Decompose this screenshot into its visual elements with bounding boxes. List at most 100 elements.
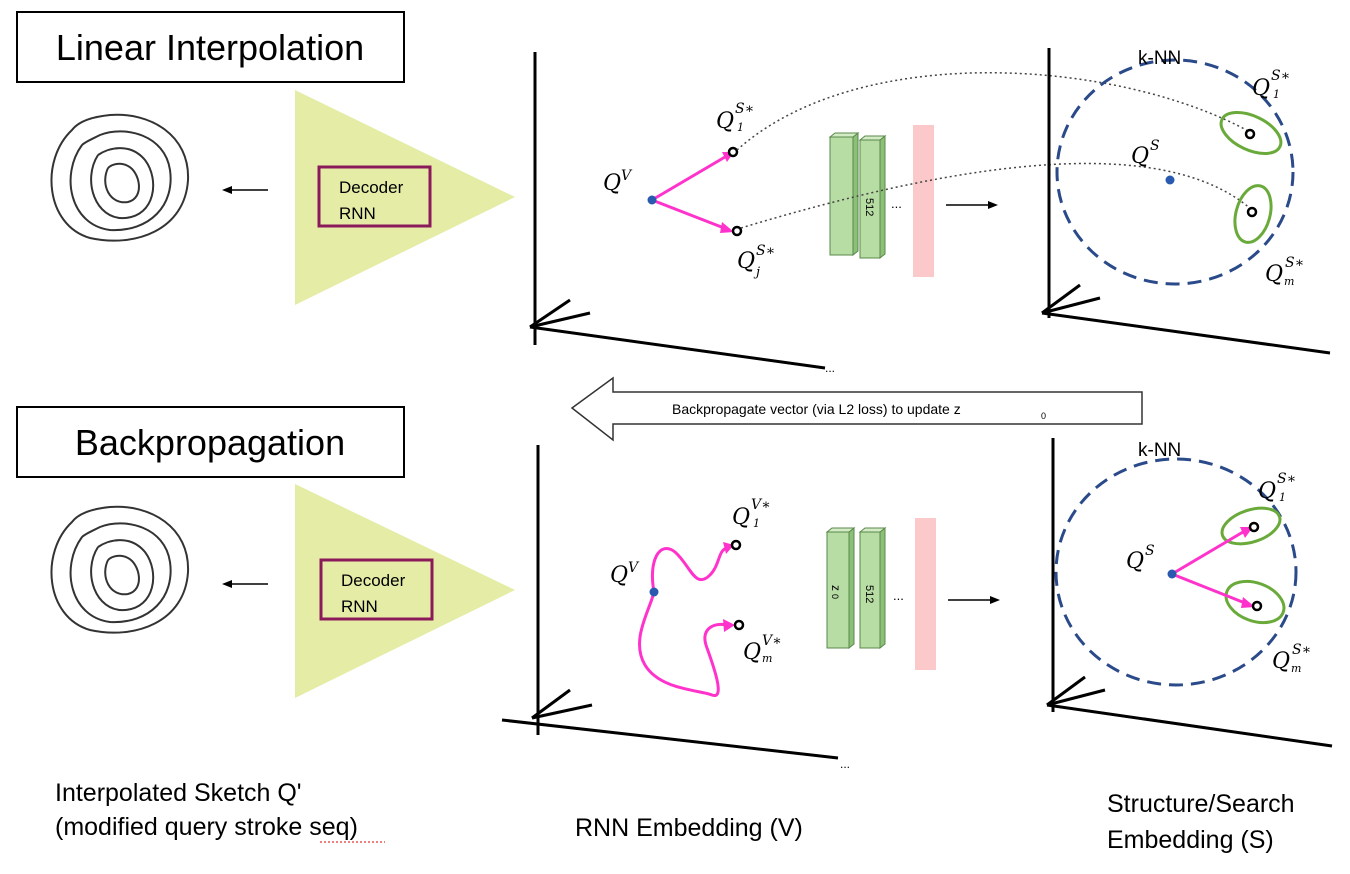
svg-text:...: ... [893,588,904,603]
qv-point-bottom [649,587,659,597]
label-qv-top: Q V [603,168,633,196]
decoder-triangle-top [295,90,515,305]
knn-circle-bottom [1054,457,1298,687]
ellipsis-bottom-axis: ... [840,757,850,771]
svg-text:m: m [1284,275,1294,288]
svg-text:S∗: S∗ [1292,642,1311,658]
caption-left: Interpolated Sketch Q' (modified query s… [55,779,358,841]
qjs-point-top [731,225,743,237]
arrow-layers-top [946,201,998,209]
network-layers-top: 512 ... [828,125,934,277]
svg-text:1: 1 [1273,88,1280,101]
svg-text:1: 1 [753,517,760,530]
mapping-curves-top [736,72,1253,229]
svg-text:S∗: S∗ [1271,68,1290,84]
knn-label-bottom: k-NN [1138,440,1181,461]
interpolation-vectors-top [651,152,734,233]
network-layers-bottom: z 0 512 ... [825,518,936,670]
svg-text:Q: Q [743,640,761,665]
svg-text:Decoder: Decoder [341,571,406,590]
sketch-bottom [50,505,190,634]
q1v-point [730,539,742,551]
sketch-top [50,113,190,242]
backpropagation-title: Backpropagation [16,406,405,478]
label-q1s-top: Q S∗ 1 [716,101,754,134]
svg-text:S∗: S∗ [1285,255,1304,271]
knn-label-top: k-NN [1138,48,1181,69]
q1s-neighbor-top [1244,128,1256,140]
svg-text:S∗: S∗ [735,101,754,117]
svg-text:1: 1 [1279,491,1286,504]
svg-text:V∗: V∗ [751,497,771,513]
label-qs-bottom: Q S [1126,543,1155,574]
svg-text:z: z [829,585,843,591]
svg-text:Q: Q [732,505,750,530]
svg-text:Q: Q [716,109,734,134]
svg-text:V∗: V∗ [762,633,782,649]
svg-text:Q: Q [1258,479,1276,504]
knn-circle-top [1055,58,1295,286]
label-qjs-top: Q S∗ j [737,243,775,280]
neighbor-ellipse-top-1 [1219,110,1283,156]
q1s-point-top [727,146,739,158]
qs-point-top [1165,175,1175,185]
svg-text:m: m [762,652,772,665]
svg-text:RNN: RNN [339,204,376,223]
svg-text:Interpolated Sketch Q': Interpolated Sketch Q' [55,779,302,807]
svg-text:1: 1 [737,121,744,134]
svg-text:Q: Q [1126,549,1144,574]
neighbor-ellipse-bottom-1 [1220,506,1282,546]
label-q1v: Q V∗ 1 [732,497,771,530]
svg-text:m: m [1291,662,1301,675]
svg-text:Backpropagation: Backpropagation [75,422,345,463]
qms-neighbor-top [1246,206,1258,218]
svg-text:Decoder: Decoder [339,178,404,197]
svg-text:V: V [621,168,633,184]
backpropagate-arrow: Backpropagate vector (via L2 loss) to up… [570,376,1143,442]
knn-vectors-bottom [1171,527,1255,608]
label-qms-knn-top: Q S∗ m [1265,255,1304,288]
linear-interpolation-title: Linear Interpolation [16,11,405,83]
arrow-left-bottom [222,580,268,588]
qmv-point [733,619,745,631]
decoder-rnn-box-bottom: Decoder RNN [319,558,434,621]
backprop-paths [638,546,728,697]
label-qv-bottom: Q V [610,560,640,588]
svg-text:S: S [1150,138,1160,154]
svg-text:Q: Q [610,563,628,588]
rnn-axes-top [529,52,826,370]
svg-text:S: S [1145,543,1155,559]
structure-axes-top [1041,48,1331,355]
qms-neighbor-bottom [1251,600,1263,612]
svg-text:Q: Q [603,171,621,196]
neighbor-ellipse-bottom-2 [1224,579,1286,625]
decoder-rnn-box-top: Decoder RNN [317,165,432,228]
svg-text:RNN: RNN [341,597,378,616]
svg-text:Structure/Search: Structure/Search [1107,790,1295,818]
q1s-neighbor-bottom [1248,521,1260,533]
label-q1s-knn-bottom: Q S∗ 1 [1258,471,1296,504]
svg-text:Linear Interpolation: Linear Interpolation [56,27,364,68]
svg-text:Q: Q [1252,76,1270,101]
svg-text:Embedding (S): Embedding (S) [1107,826,1274,854]
label-qmv: Q V∗ m [743,633,782,665]
qs-point-bottom [1167,569,1177,579]
svg-text:...: ... [891,196,902,211]
structure-axes-bottom [1046,438,1333,748]
svg-text:Q: Q [1272,649,1290,674]
label-qms-knn-bottom: Q S∗ m [1272,642,1311,675]
neighbor-ellipse-top-2 [1233,184,1273,244]
svg-text:S∗: S∗ [1277,471,1296,487]
ellipsis-top-axis: ... [825,361,835,375]
svg-text:0: 0 [830,594,840,599]
qv-point-top [647,195,657,205]
label-qs-top: Q S [1131,138,1160,169]
decoder-triangle-bottom [295,484,515,698]
svg-text:512: 512 [863,585,875,603]
svg-text:V: V [628,560,640,576]
svg-text:0: 0 [1041,411,1046,421]
caption-middle: RNN Embedding (V) [575,814,803,842]
arrow-left-top [222,186,268,194]
svg-text:Q: Q [1265,262,1283,287]
